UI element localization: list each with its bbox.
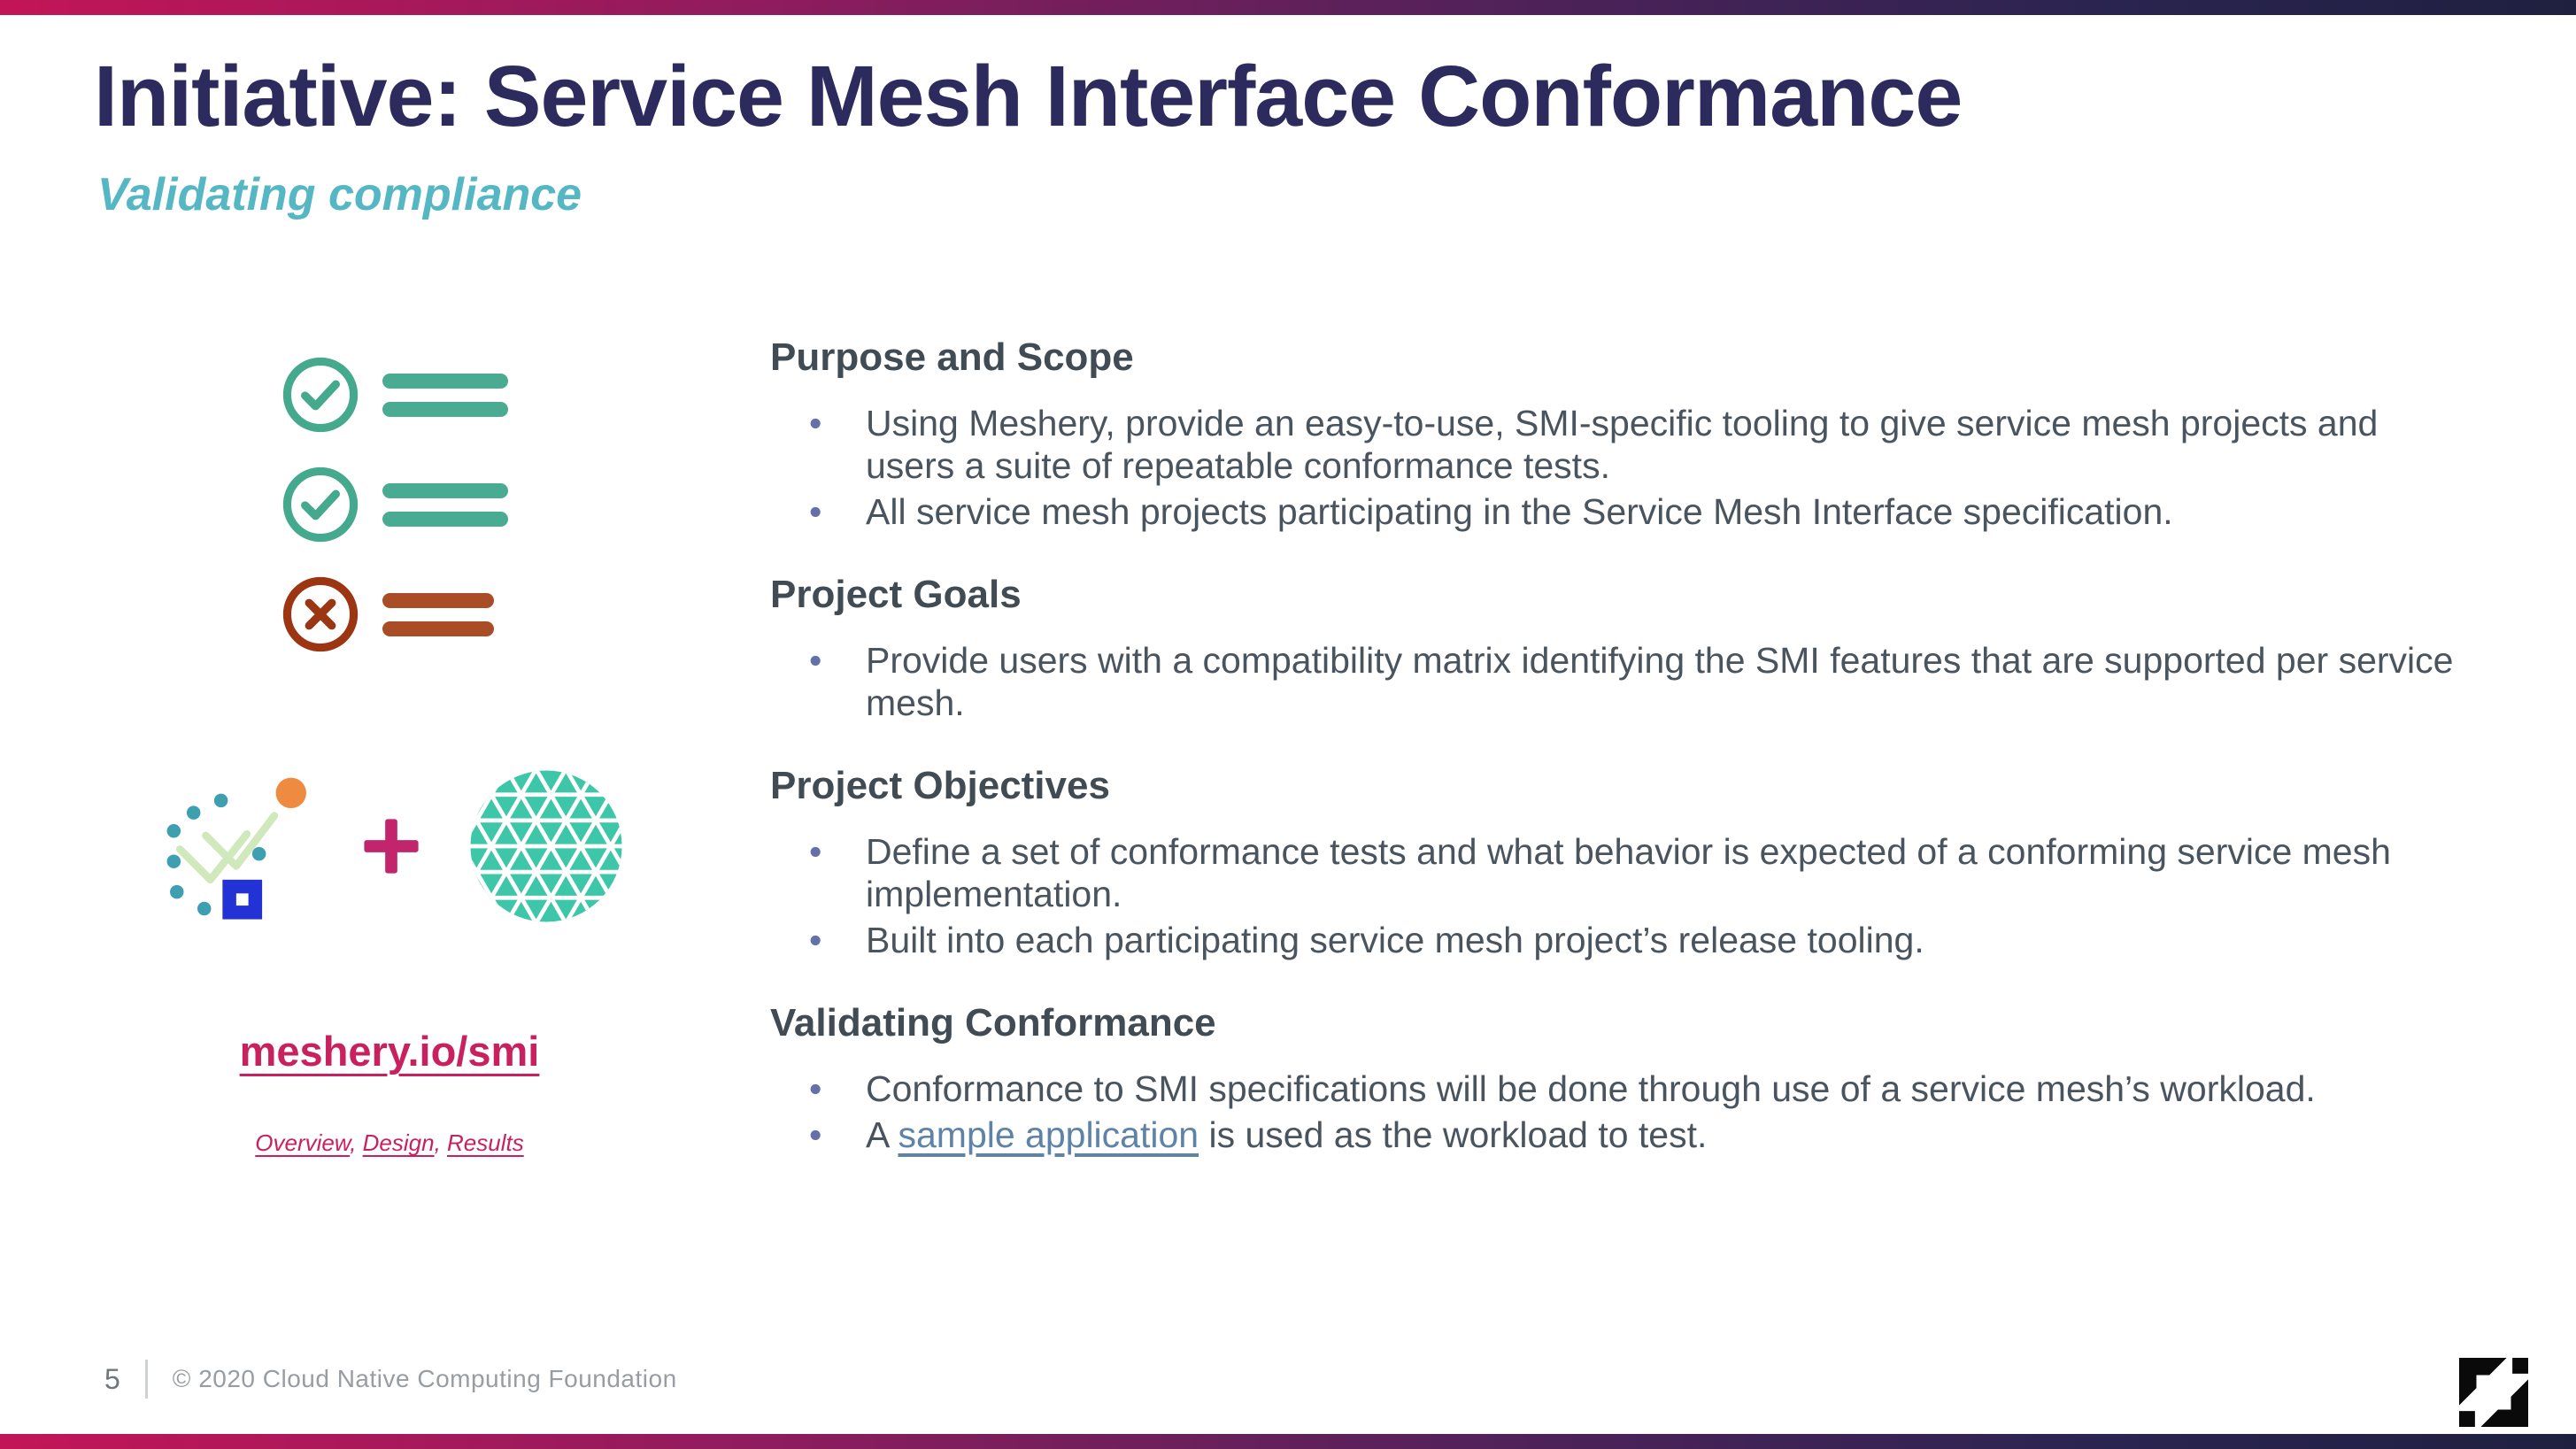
- bullet-item: Using Meshery, provide an easy-to-use, S…: [770, 402, 2474, 487]
- cross-bars: [382, 592, 494, 636]
- design-link[interactable]: Design: [362, 1129, 435, 1156]
- section-heading: Project Objectives: [770, 764, 1110, 807]
- conformance-checklist-graphic: [282, 356, 508, 653]
- page-title: Initiative: Service Mesh Interface Confo…: [94, 48, 1963, 144]
- bar-line: [382, 511, 508, 527]
- bullet-item: Define a set of conformance tests and wh…: [770, 830, 2474, 915]
- bar-line: [382, 620, 494, 636]
- check-bars: [382, 482, 508, 527]
- smi-logo: [470, 770, 622, 922]
- section-project-objectives: Project Objectives Define a set of confo…: [770, 764, 2474, 962]
- bar-line: [382, 592, 494, 608]
- section-heading: Project Goals: [770, 573, 1022, 616]
- section-project-goals: Project Goals Provide users with a compa…: [770, 574, 2474, 724]
- check-circle-icon: [282, 357, 359, 433]
- sample-application-link[interactable]: sample application: [898, 1114, 1199, 1155]
- sublink-separator: ,: [434, 1129, 448, 1156]
- meshery-logo: [166, 777, 306, 920]
- bullet-list: Define a set of conformance tests and wh…: [770, 830, 2474, 961]
- page-subtitle: Validating compliance: [97, 169, 582, 220]
- bar-line: [382, 373, 508, 389]
- footer-divider: [144, 1360, 148, 1399]
- check-bars: [382, 373, 508, 417]
- checklist-row: [282, 356, 508, 434]
- bullet-item: All service mesh projects participating …: [770, 490, 2474, 533]
- meshery-plus-smi-logos: [165, 765, 627, 928]
- copyright-text: © 2020 Cloud Native Computing Foundation: [172, 1365, 677, 1392]
- bar-line: [382, 401, 508, 417]
- bullet-list: Conformance to SMI specifications will b…: [770, 1067, 2474, 1156]
- plus-icon: [364, 819, 419, 874]
- section-heading: Validating Conformance: [770, 1001, 1216, 1044]
- section-validating-conformance: Validating Conformance Conformance to SM…: [770, 1001, 2474, 1157]
- results-link[interactable]: Results: [447, 1129, 524, 1156]
- bar-line: [382, 482, 508, 498]
- section-purpose-and-scope: Purpose and Scope Using Meshery, provide…: [770, 335, 2474, 534]
- check-circle-icon: [282, 466, 359, 543]
- content-column: Purpose and Scope Using Meshery, provide…: [770, 336, 2474, 1160]
- footer: 5 © 2020 Cloud Native Computing Foundati…: [104, 1360, 677, 1399]
- bullet-list: Provide users with a compatibility matri…: [770, 639, 2474, 724]
- checklist-row: [282, 575, 508, 653]
- cncf-logo: [2459, 1358, 2528, 1427]
- bullet-text: A: [866, 1114, 899, 1155]
- checklist-row: [282, 466, 508, 543]
- top-gradient-bar: [0, 0, 2576, 15]
- sublink-separator: ,: [350, 1129, 363, 1156]
- sublinks: Overview, Design, Results: [124, 1129, 655, 1157]
- bullet-item: A sample application is used as the work…: [770, 1114, 2474, 1156]
- bullet-item: Built into each participating service me…: [770, 919, 2474, 961]
- bottom-gradient-bar: [0, 1434, 2576, 1449]
- bullet-item: Conformance to SMI specifications will b…: [770, 1067, 2474, 1110]
- cross-circle-icon: [282, 576, 359, 652]
- meshery-smi-link[interactable]: meshery.io/smi: [239, 1028, 540, 1075]
- bullet-text: is used as the workload to test.: [1199, 1114, 1708, 1155]
- bullet-item: Provide users with a compatibility matri…: [770, 639, 2474, 724]
- bullet-list: Using Meshery, provide an easy-to-use, S…: [770, 402, 2474, 533]
- overview-link[interactable]: Overview: [255, 1129, 351, 1156]
- page-number: 5: [104, 1362, 120, 1395]
- section-heading: Purpose and Scope: [770, 335, 1134, 379]
